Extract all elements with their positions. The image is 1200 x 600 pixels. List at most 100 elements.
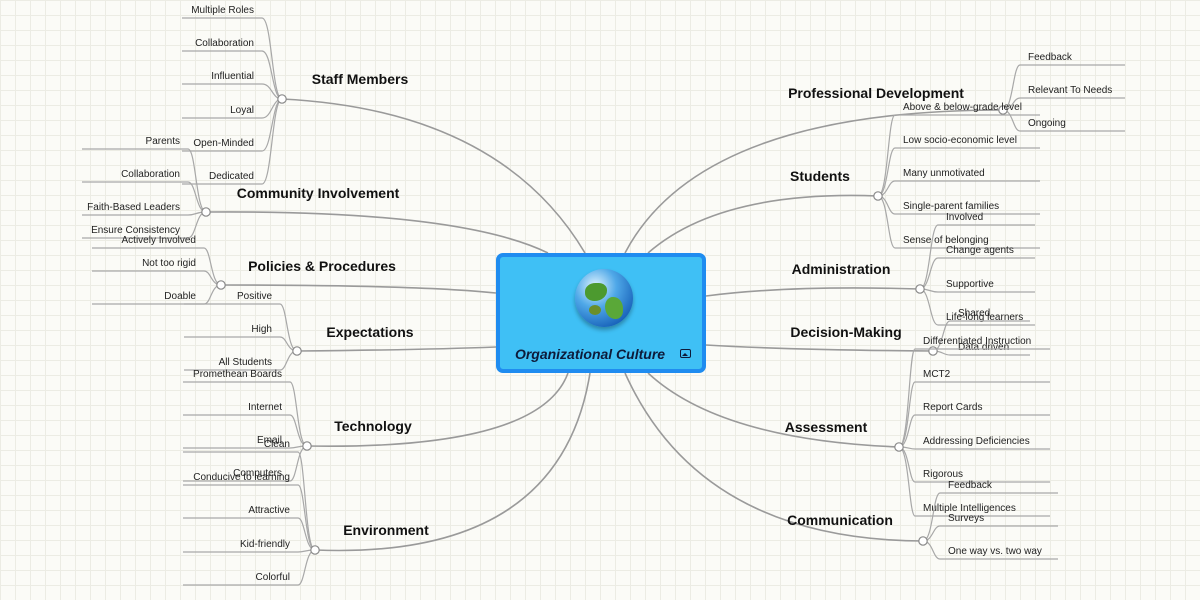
leaf-topic[interactable]: Data driven bbox=[958, 342, 1009, 353]
leaf-topic[interactable]: Parents bbox=[146, 136, 180, 147]
leaf-topic[interactable]: Multiple Roles bbox=[191, 5, 254, 16]
leaf-topic[interactable]: Conducive to learning bbox=[193, 472, 290, 483]
leaf-topic[interactable]: One way vs. two way bbox=[948, 546, 1042, 557]
branch-label[interactable]: Assessment bbox=[785, 419, 868, 435]
leaf-topic[interactable]: Kid-friendly bbox=[240, 539, 290, 550]
branch-label[interactable]: Policies & Procedures bbox=[248, 258, 396, 274]
collapse-toggle[interactable] bbox=[915, 284, 925, 294]
branch-label[interactable]: Community Involvement bbox=[237, 185, 400, 201]
leaf-topic[interactable]: Sense of belonging bbox=[903, 235, 989, 246]
leaf-topic[interactable]: Collaboration bbox=[121, 169, 180, 180]
collapse-toggle[interactable] bbox=[873, 191, 883, 201]
leaf-topic[interactable]: Feedback bbox=[948, 480, 993, 491]
leaf-topic[interactable]: High bbox=[251, 324, 272, 335]
leaf-topic[interactable]: Open-Minded bbox=[193, 138, 254, 149]
leaf-topic[interactable]: Actively Involved bbox=[122, 235, 196, 246]
leaf-topic[interactable]: Change agents bbox=[946, 245, 1014, 256]
branch-label[interactable]: Communication bbox=[787, 512, 893, 528]
branch-connector bbox=[281, 98, 586, 254]
leaf-topic[interactable]: Doable bbox=[164, 291, 196, 302]
leaf-topic[interactable]: Low socio-economic level bbox=[903, 135, 1017, 146]
collapse-toggle[interactable] bbox=[292, 346, 302, 356]
leaf-topic[interactable]: Clean bbox=[264, 439, 290, 450]
leaf-topic[interactable]: Positive bbox=[237, 291, 272, 302]
leaf-topic[interactable]: Many unmotivated bbox=[903, 168, 985, 179]
branch-label[interactable]: Administration bbox=[792, 261, 891, 277]
branch-label[interactable]: Staff Members bbox=[312, 71, 409, 87]
leaf-topic[interactable]: Shared bbox=[958, 308, 990, 319]
branch-connector bbox=[296, 346, 497, 352]
branch-connector bbox=[220, 284, 497, 294]
branch-connector bbox=[705, 287, 921, 297]
branch-connector bbox=[306, 372, 569, 447]
collapse-toggle[interactable] bbox=[894, 442, 904, 452]
branch-connector bbox=[705, 344, 934, 352]
leaf-topic[interactable]: Supportive bbox=[946, 279, 994, 290]
leaf-topic[interactable]: Involved bbox=[946, 212, 983, 223]
branch-label[interactable]: Expectations bbox=[326, 324, 413, 340]
leaf-topic[interactable]: Rigorous bbox=[923, 469, 963, 480]
leaf-topic[interactable]: Relevant To Needs bbox=[1028, 85, 1112, 96]
collapse-toggle[interactable] bbox=[928, 346, 938, 356]
collapse-toggle[interactable] bbox=[302, 441, 312, 451]
leaf-topic[interactable]: Email bbox=[257, 435, 282, 446]
leaf-topic[interactable]: Surveys bbox=[948, 513, 984, 524]
branch-label[interactable]: Technology bbox=[334, 418, 412, 434]
collapse-toggle[interactable] bbox=[998, 105, 1008, 115]
leaf-topic[interactable]: Internet bbox=[248, 402, 282, 413]
collapse-toggle[interactable] bbox=[310, 545, 320, 555]
leaf-topic[interactable]: Addressing Deficiencies bbox=[923, 436, 1030, 447]
central-topic[interactable]: Organizational Culture bbox=[496, 253, 706, 373]
branch-label[interactable]: Decision-Making bbox=[790, 324, 901, 340]
leaf-topic[interactable]: Multiple Intelligences bbox=[923, 503, 1016, 514]
branch-label[interactable]: Environment bbox=[343, 522, 429, 538]
globe-icon bbox=[575, 269, 633, 327]
leaf-topic[interactable]: Attractive bbox=[248, 505, 290, 516]
branch-label[interactable]: Students bbox=[790, 168, 850, 184]
leaf-topic[interactable]: Ensure Consistency bbox=[91, 225, 180, 236]
leaf-topic[interactable]: Faith-Based Leaders bbox=[87, 202, 180, 213]
leaf-topic[interactable]: Collaboration bbox=[195, 38, 254, 49]
branch-label[interactable]: Professional Development bbox=[788, 85, 964, 101]
collapse-toggle[interactable] bbox=[277, 94, 287, 104]
leaf-topic[interactable]: Feedback bbox=[1028, 52, 1073, 63]
leaf-connector bbox=[289, 381, 308, 447]
collapse-toggle[interactable] bbox=[216, 280, 226, 290]
leaf-topic[interactable]: Single-parent families bbox=[903, 201, 999, 212]
branch-staff[interactable]: Multiple RolesCollaborationInfluentialLo… bbox=[182, 5, 586, 254]
branch-connector bbox=[624, 372, 924, 542]
branch-connector bbox=[624, 109, 1004, 254]
leaf-topic[interactable]: Differentiated Instruction bbox=[923, 336, 1031, 347]
branch-connector bbox=[647, 194, 879, 254]
leaf-topic[interactable]: Not too rigid bbox=[142, 258, 196, 269]
leaf-topic[interactable]: All Students bbox=[219, 357, 272, 368]
image-icon[interactable] bbox=[680, 349, 691, 358]
branch-connector bbox=[314, 372, 591, 552]
collapse-toggle[interactable] bbox=[918, 536, 928, 546]
leaf-topic[interactable]: MCT2 bbox=[923, 369, 951, 380]
leaf-topic[interactable]: Ongoing bbox=[1028, 118, 1066, 129]
leaf-topic[interactable]: Promethean Boards bbox=[193, 369, 282, 380]
leaf-topic[interactable]: Above & below-grade level bbox=[903, 102, 1022, 113]
leaf-topic[interactable]: Report Cards bbox=[923, 402, 982, 413]
leaf-topic[interactable]: Computers bbox=[233, 468, 282, 479]
collapse-toggle[interactable] bbox=[201, 207, 211, 217]
leaf-topic[interactable]: Loyal bbox=[230, 105, 254, 116]
leaf-topic[interactable]: Life-long learners bbox=[946, 312, 1023, 323]
leaf-connector bbox=[898, 446, 916, 483]
branch-connector bbox=[647, 372, 900, 448]
leaf-topic[interactable]: Influential bbox=[211, 71, 254, 82]
leaf-topic[interactable]: Dedicated bbox=[209, 171, 254, 182]
leaf-topic[interactable]: Colorful bbox=[256, 572, 290, 583]
